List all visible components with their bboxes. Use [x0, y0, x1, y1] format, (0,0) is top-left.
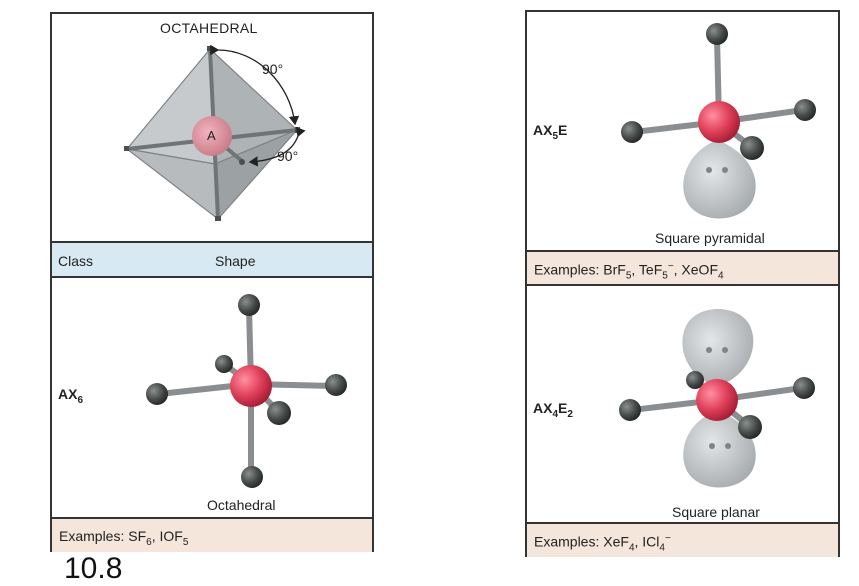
octahedron-illustration [124, 44, 306, 221]
ax4e2-examples: Examples: XeF4, ICl4− [527, 522, 838, 557]
figure-number-fragment: 10.8 [64, 552, 123, 585]
central-atom-label: A [207, 128, 216, 143]
ax5e-class-label: AX5E [533, 122, 568, 142]
ax5e-shape-name: Square pyramidal [655, 230, 765, 246]
outer-atom [146, 383, 168, 405]
central-atom [696, 379, 738, 421]
class-shape-header: Class Shape [52, 241, 372, 278]
vertex-marker [207, 46, 213, 51]
ax5e-panel: AX5E Square pyramidal Examples: BrF5, Te… [525, 10, 840, 285]
ax4e2-molecule [619, 309, 815, 488]
outer-atom [706, 23, 728, 45]
octahedral-title: OCTAHEDRAL [160, 20, 258, 36]
vertex-marker [215, 216, 221, 221]
outer-atom [738, 415, 762, 439]
outer-atom [793, 377, 815, 399]
outer-atom [241, 466, 263, 488]
vertex-marker [124, 146, 129, 151]
lone-pair-dot [709, 443, 715, 449]
lone-pair-lobe-bottom [683, 411, 756, 488]
angle-label-top: 90° [262, 61, 284, 77]
outer-atom [686, 371, 704, 389]
lone-pair-lobe-top [682, 309, 754, 386]
central-atom-a [192, 116, 232, 156]
central-atom [230, 365, 272, 407]
ax6-class-label: AX6 [58, 386, 84, 406]
central-atom [698, 101, 740, 143]
ax5e-examples: Examples: BrF5, TeF5−, XeOF4 [527, 250, 838, 285]
ax5e-examples-text: Examples: BrF5, TeF5−, XeOF4 [534, 261, 724, 282]
shape-header: Shape [215, 253, 256, 269]
ax5e-molecule [621, 23, 816, 219]
ax6-shape-name: Octahedral [207, 497, 276, 513]
lone-pair-lobe [683, 140, 756, 219]
outer-atom [794, 99, 816, 121]
octahedral-panel: OCTAHEDRAL A 90° 90° Class Shape [50, 12, 374, 552]
lone-pair-dot [725, 443, 731, 449]
outer-atom [619, 399, 641, 421]
ax6-molecule [146, 294, 347, 488]
outer-atom [325, 374, 347, 396]
lone-pair-dot [722, 347, 728, 353]
outer-atom [621, 121, 643, 143]
outer-atom [267, 401, 291, 425]
lone-pair-dot [722, 167, 728, 173]
class-header: Class [58, 253, 94, 269]
angle-arc-bottom [248, 126, 306, 167]
angle-arc-top [210, 44, 300, 126]
vertex-marker [239, 159, 245, 165]
ax6-examples: Examples: SF6, IOF5 [52, 517, 372, 552]
outer-atom [740, 136, 764, 160]
ax6-examples-text: Examples: SF6, IOF5 [59, 528, 189, 548]
ax4e2-examples-text: Examples: XeF4, ICl4− [534, 533, 671, 554]
ax4e2-class-label: AX4E2 [533, 400, 573, 420]
outer-atom [238, 294, 260, 316]
lone-pair-dot [706, 347, 712, 353]
outer-atom [215, 355, 233, 373]
ax4e2-shape-name: Square planar [672, 504, 760, 520]
lone-pair-dot [706, 167, 712, 173]
ax4e2-panel: AX4E2 Square planar Examples: XeF4, ICl4… [525, 284, 840, 557]
angle-label-bottom: 90° [277, 148, 299, 164]
